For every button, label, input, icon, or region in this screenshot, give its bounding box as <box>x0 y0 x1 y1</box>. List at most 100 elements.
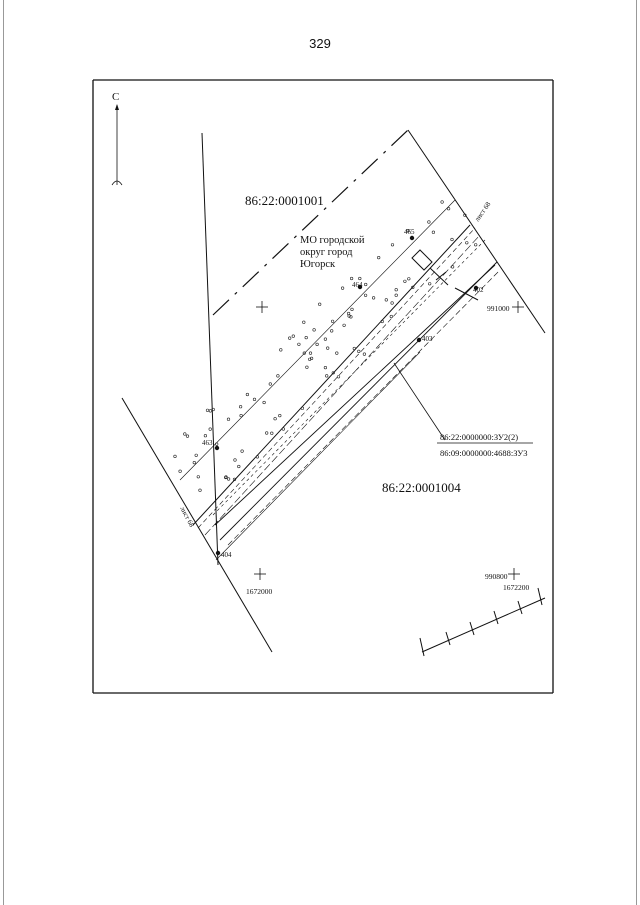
survey-dot <box>403 279 407 283</box>
survey-dot <box>262 400 266 405</box>
point-label-404: 404 <box>221 551 232 559</box>
survey-dot <box>288 336 292 340</box>
survey-dot <box>302 351 306 355</box>
survey-dot <box>440 200 444 204</box>
municipality-line-2: округ город <box>300 247 353 258</box>
survey-dot <box>447 207 451 211</box>
survey-dot <box>268 382 272 386</box>
survey-dot <box>362 352 367 356</box>
page-number: 329 <box>309 36 331 51</box>
survey-dot <box>239 414 243 418</box>
survey-dot <box>342 323 346 327</box>
survey-dot <box>358 276 362 281</box>
survey-dot <box>315 342 319 347</box>
survey-dot <box>364 282 368 287</box>
survey-dots <box>173 200 478 492</box>
survey-dot <box>192 461 196 465</box>
municipality-line-3: Югорск <box>300 259 336 270</box>
survey-dot <box>380 319 384 324</box>
survey-dot <box>308 351 313 355</box>
grid-label-bottom-right-x: 990800 <box>485 572 508 581</box>
survey-dot <box>300 406 305 410</box>
survey-dot <box>450 237 454 242</box>
point-label-403: 403 <box>422 335 433 343</box>
grid-cross-top-right <box>512 301 524 313</box>
survey-dot <box>431 230 436 234</box>
sheet-ref-bottom: лист 68 <box>178 505 196 529</box>
survey-dot <box>173 454 177 459</box>
survey-dot <box>335 351 339 355</box>
survey-dot <box>390 301 394 305</box>
survey-dot <box>336 375 341 379</box>
survey-dot <box>318 302 322 306</box>
survey-dot <box>203 434 207 438</box>
point-label-464: 464 <box>352 281 363 289</box>
survey-dot <box>427 220 431 224</box>
survey-dot <box>237 464 241 469</box>
survey-dot <box>325 374 329 378</box>
parcel-north-label: 86:22:0001001 <box>245 193 324 208</box>
survey-dot <box>341 286 345 290</box>
north-label: С <box>112 91 119 103</box>
survey-dot <box>224 475 228 480</box>
survey-dot <box>270 431 274 435</box>
survey-dot <box>233 458 237 462</box>
survey-dot <box>302 320 306 324</box>
survey-dot <box>390 243 395 247</box>
boundary-lines <box>121 129 546 653</box>
survey-dot <box>205 408 210 412</box>
survey-dot <box>451 265 455 269</box>
survey-dot <box>240 449 244 453</box>
survey-dot <box>198 488 202 492</box>
survey-dot <box>331 371 335 375</box>
survey-dot <box>226 417 231 421</box>
survey-dot <box>265 431 269 435</box>
survey-dot <box>276 374 280 378</box>
survey-dot <box>305 365 309 369</box>
grid-cross-center <box>256 301 268 313</box>
survey-dot <box>465 241 469 245</box>
survey-dot <box>389 314 393 319</box>
survey-dot <box>372 296 376 300</box>
corridor <box>179 199 501 561</box>
municipality-line-1: МО городской <box>300 235 365 246</box>
survey-dot <box>330 329 334 333</box>
survey-dot <box>215 442 219 446</box>
survey-dot <box>273 417 277 421</box>
survey-dot <box>350 276 354 281</box>
survey-dot <box>291 334 295 338</box>
survey-dot <box>326 346 330 350</box>
survey-dot <box>463 213 467 217</box>
survey-dot <box>245 392 249 397</box>
grid-cross-bottom-right <box>508 568 520 580</box>
structure-symbol <box>411 249 479 301</box>
survey-dot <box>364 293 368 297</box>
parcel-south-label: 86:22:0001004 <box>382 480 461 495</box>
survey-dot <box>357 349 361 354</box>
survey-dot <box>377 256 381 260</box>
scale-bar <box>419 587 546 657</box>
sheet-ref-top: лист 68 <box>473 200 493 223</box>
survey-dot <box>281 427 286 431</box>
survey-dot <box>211 407 215 412</box>
land-plot-label-top: 86:22:0000000:ЗУ2(2) <box>440 432 518 442</box>
survey-dot <box>394 293 398 297</box>
point-label-463: 463 <box>202 439 213 447</box>
survey-dot <box>474 243 478 247</box>
survey-dot <box>428 282 432 286</box>
survey-dot <box>352 346 356 351</box>
survey-dot <box>227 477 231 481</box>
survey-dot <box>239 405 243 409</box>
point-markers <box>214 235 479 556</box>
point-label-465: 465 <box>404 228 415 236</box>
survey-dot <box>185 434 190 438</box>
survey-dot <box>323 337 328 341</box>
survey-dot <box>411 285 415 290</box>
callout-leader <box>393 362 446 441</box>
survey-dot <box>394 288 398 292</box>
survey-dot <box>384 298 388 302</box>
survey-dot <box>255 455 260 459</box>
survey-dot <box>279 348 283 352</box>
map-frame <box>92 79 554 694</box>
